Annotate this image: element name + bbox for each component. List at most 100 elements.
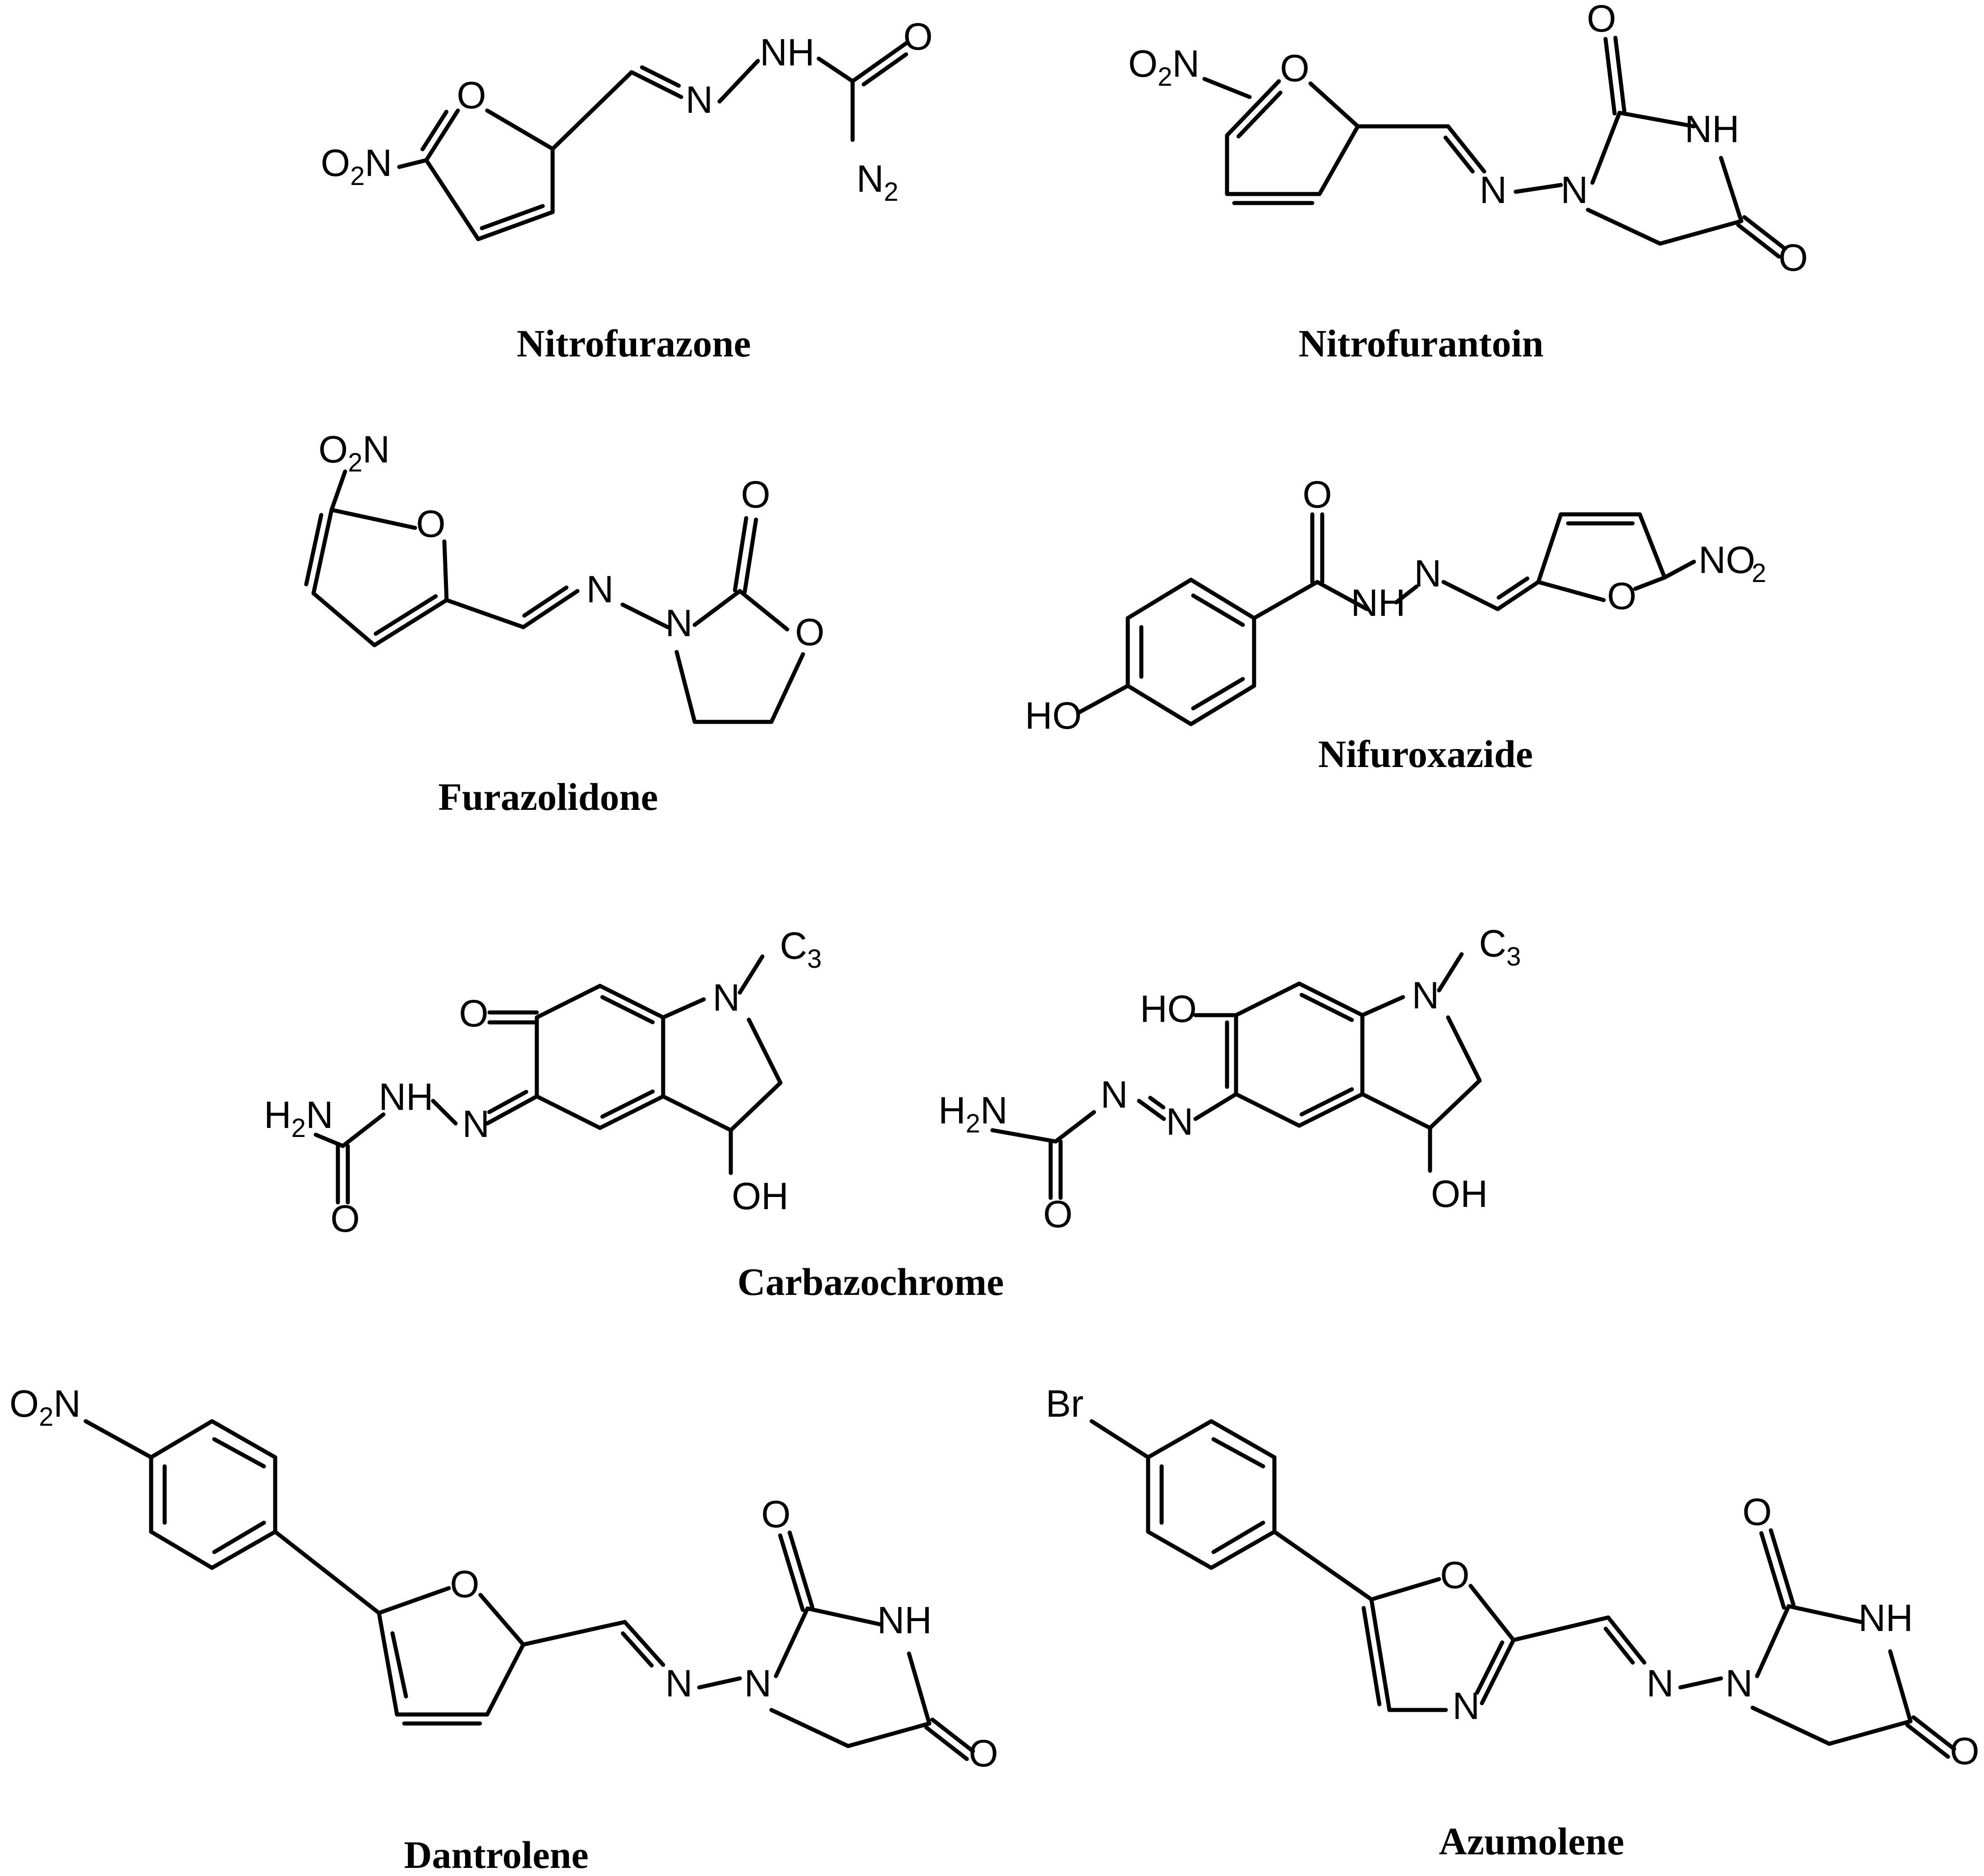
atom-symbol: O [795, 611, 824, 653]
atom-subscript: 3 [1506, 942, 1521, 971]
bond-line [1308, 81, 1360, 129]
double-bond-line [521, 589, 580, 629]
bond-line [1146, 1419, 1213, 1460]
bond-line [907, 1651, 932, 1726]
bond-line [769, 652, 805, 724]
bond-line [442, 539, 449, 602]
atom-symbol: N [1647, 1662, 1674, 1705]
bond-line [1437, 952, 1464, 993]
atom-symbol: O [1950, 1730, 1979, 1772]
atom-symbol: N [686, 79, 713, 121]
double-bond-line [862, 52, 909, 87]
atom-label: O [457, 74, 486, 116]
bond-line [1662, 559, 1696, 580]
atom-symbol: N [1414, 552, 1442, 595]
bond-line [431, 1099, 458, 1126]
bond-line [478, 1593, 526, 1647]
atom-symbol: N [53, 1382, 81, 1425]
atom-label: C3 [780, 924, 822, 974]
double-bond-line [1495, 580, 1541, 611]
double-bond-line [1769, 1528, 1796, 1607]
atom-symbol: N [1101, 1073, 1128, 1116]
double-bond-line [1297, 1092, 1365, 1128]
bond-line [485, 1642, 526, 1717]
bond-line [535, 1094, 602, 1130]
bond-line [738, 589, 789, 632]
atom-label: O [1778, 236, 1808, 279]
bond-line [1189, 684, 1256, 726]
double-bond-line [924, 1725, 969, 1761]
atom-label: O2N [9, 1382, 81, 1432]
bond-line [1536, 512, 1563, 584]
atom-symbol: N [1698, 539, 1726, 581]
atom-symbol: O [450, 1563, 479, 1605]
atom-label: O [459, 992, 488, 1035]
bond-line [1511, 1615, 1610, 1642]
atom-symbol: O [1607, 575, 1636, 617]
atom-label: O [1607, 575, 1636, 617]
compound-name-furazolidone: Furazolidone [438, 775, 658, 818]
bond-line [521, 1620, 627, 1647]
bond-line [1189, 578, 1256, 620]
bond-line [1191, 677, 1245, 711]
bond-line [1394, 584, 1419, 605]
atom-label: O2N [318, 428, 390, 477]
atom-label: N [1561, 169, 1588, 211]
atom-subscript: 2 [348, 448, 362, 477]
atom-label: O [1587, 0, 1616, 40]
atom-subscript: 2 [1752, 559, 1766, 588]
atom-symbol: NH [760, 31, 814, 74]
atom-label: O [1950, 1730, 1979, 1772]
bond-line [1234, 1092, 1301, 1128]
atom-label: OH [732, 1175, 789, 1217]
double-bond-line [420, 110, 449, 152]
bond-line [661, 1094, 733, 1132]
atom-label: N [1480, 169, 1507, 211]
atom-subscript: 2 [350, 162, 365, 191]
bond-line [1513, 183, 1563, 194]
atom-label: N [744, 1662, 772, 1705]
atom-label: N [665, 1662, 693, 1705]
bond-line [1678, 1676, 1723, 1690]
atom-label: O2N [1128, 42, 1200, 92]
double-bond-line [1606, 1615, 1647, 1665]
double-bond-line [1225, 79, 1281, 138]
bond-line [1468, 1584, 1516, 1642]
bond-line [329, 508, 417, 530]
bond-line [1369, 1577, 1441, 1602]
atom-symbol: O [969, 1732, 998, 1774]
atom-symbol: NH [378, 1076, 433, 1118]
bond-line [210, 1529, 277, 1570]
atom-label: N [462, 1103, 490, 1145]
atom-symbol: N [306, 1094, 333, 1136]
double-bond-line [1443, 135, 1475, 174]
atom-label: N [1166, 1100, 1194, 1143]
atom-label: O [1280, 47, 1309, 89]
bond-line [1786, 1604, 1863, 1624]
bond-line [1446, 1015, 1482, 1083]
double-bond-line [778, 1533, 805, 1612]
bond-line [1126, 578, 1193, 620]
atom-symbol: O [318, 428, 348, 471]
bond-line [212, 1520, 266, 1554]
bond-line [83, 1419, 153, 1460]
atom-symbol: N [1166, 1100, 1194, 1143]
atom-symbol: O [1280, 47, 1309, 89]
atom-label: N [713, 976, 740, 1019]
double-bond-line [640, 65, 681, 88]
bond-line [1827, 1719, 1913, 1746]
double-bond-line [1446, 124, 1486, 174]
atom-label: OH [1431, 1173, 1488, 1215]
double-bond-line [424, 108, 460, 162]
atom-symbol: N [857, 157, 884, 200]
atom-symbol: N [980, 1089, 1008, 1132]
double-bond-line [629, 70, 683, 99]
atom-symbol: O [459, 992, 488, 1035]
atom-label: NO [1698, 539, 1755, 581]
compound-name-azumolene: Azumolene [1439, 1820, 1624, 1863]
bond-line [1360, 995, 1405, 1017]
double-bond-line [600, 1089, 655, 1119]
bond-line [1441, 580, 1500, 611]
atom-label: O [416, 503, 445, 545]
atom-label: N2 [857, 157, 899, 207]
